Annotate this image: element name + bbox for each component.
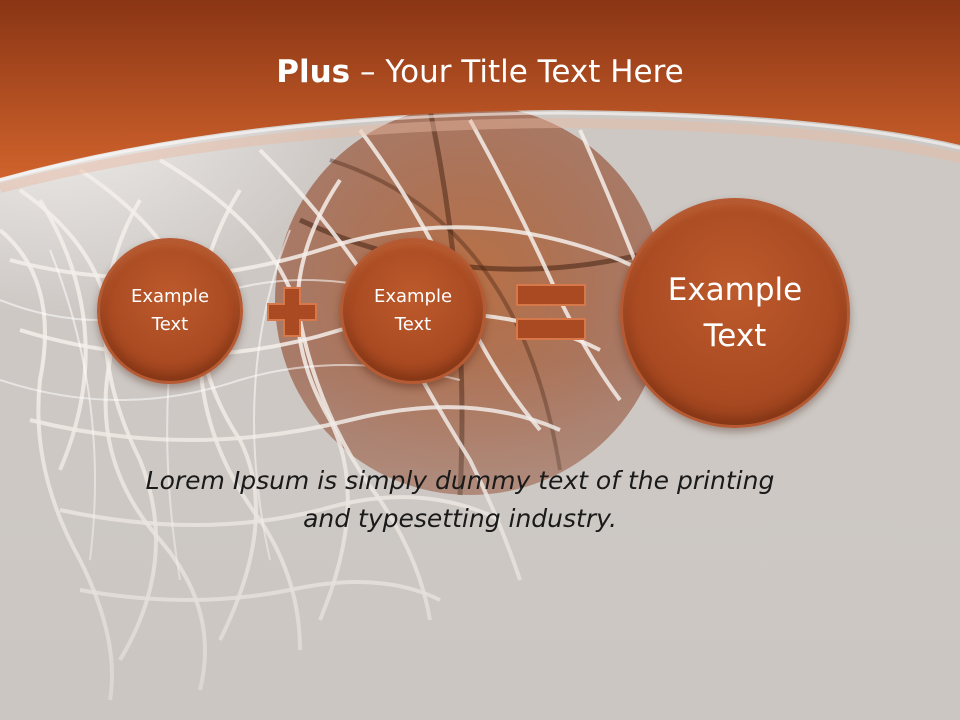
title-text: – Your Title Text Here — [350, 54, 684, 90]
example-circle-result[interactable]: Example Text — [620, 198, 850, 428]
equals-icon — [516, 284, 586, 340]
example-circle-2[interactable]: Example Text — [340, 238, 486, 384]
circle-2-text: Example Text — [373, 286, 453, 335]
body-text[interactable]: Lorem Ipsum is simply dummy text of the … — [145, 466, 775, 533]
plus-icon — [267, 287, 317, 337]
circle-result-text: Example Text — [667, 272, 803, 354]
slide-title[interactable]: Plus – Your Title Text Here — [0, 54, 960, 90]
circle-1-text: Example Text — [130, 286, 210, 335]
title-bold: Plus — [276, 54, 351, 90]
example-circle-1[interactable]: Example Text — [97, 238, 243, 384]
